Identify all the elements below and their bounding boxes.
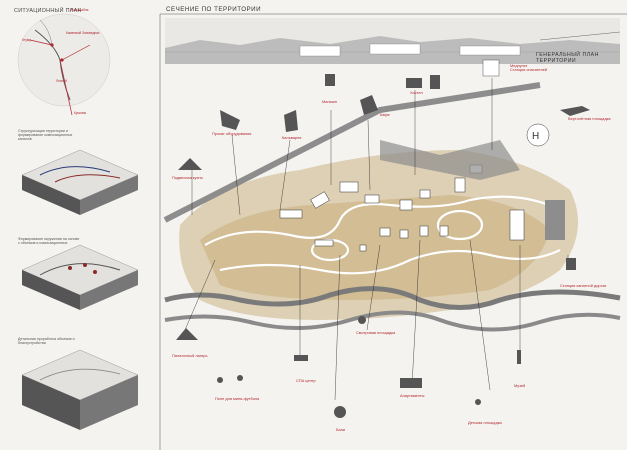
helipad: H xyxy=(526,123,550,147)
label-podvesnye: Подвесная кухня xyxy=(172,175,203,180)
label-pole: Поле для мини-футбола xyxy=(215,396,260,401)
plan-title: ГЕНЕРАЛЬНЫЙ ПЛАН ТЕРРИТОРИИ xyxy=(536,52,599,64)
svg-text:H: H xyxy=(532,131,539,142)
paths xyxy=(204,195,561,275)
label-magazin: Магазин xyxy=(322,99,338,104)
pictograms xyxy=(176,59,590,418)
label-stanciya: Станция канатной дороги xyxy=(560,283,607,288)
section-title: СЕЧЕНИЕ ПО ТЕРРИТОРИИ xyxy=(166,6,262,13)
map-label: Ктумр xyxy=(22,38,31,42)
section-strip xyxy=(165,18,621,64)
step-caption-2: Формирование окружения на основе с объем… xyxy=(18,237,80,245)
label-kolybaika: Кальварня xyxy=(282,135,302,140)
situation-plan-title: СИТУАЦИОННЫЙ ПЛАН xyxy=(14,8,82,14)
iso-block-1 xyxy=(21,149,139,215)
label-bani: Бани xyxy=(336,427,346,432)
label-medpunkt: Медпункт Станция спасателей xyxy=(510,63,548,73)
label-muzei: Музей xyxy=(514,383,526,388)
map-label: Лесной xyxy=(56,79,67,83)
step-caption-1: Структуризация территории и формирование… xyxy=(18,129,73,141)
label-detskaya: Детская площадка xyxy=(468,420,502,425)
situation-map xyxy=(17,13,111,116)
label-apartamenty: Апартаменты xyxy=(400,393,425,398)
map-label: Нова Шабла xyxy=(70,8,89,12)
label-vertolet: Вертолётная площадка xyxy=(568,116,611,121)
label-palatochny: Палаточный лагерь xyxy=(172,353,208,358)
iso-block-3 xyxy=(21,349,139,430)
label-prokat: Прокат оборудования xyxy=(212,131,252,136)
step-caption-3: Детальная проработка объемов и благоустр… xyxy=(18,337,75,345)
leader-lines xyxy=(184,78,569,401)
terrain xyxy=(179,150,578,320)
map-label: Кусковы xyxy=(74,111,87,115)
map-label: Каменный Заповедник xyxy=(66,31,100,35)
label-kafe: Кафе xyxy=(380,112,390,117)
iso-block-2 xyxy=(21,244,139,310)
label-spa: СПА центр xyxy=(296,378,316,383)
label-smotrovaya: Смотровая площадка xyxy=(356,330,396,335)
river xyxy=(164,286,621,332)
label-hostel: Хостел xyxy=(410,90,423,95)
